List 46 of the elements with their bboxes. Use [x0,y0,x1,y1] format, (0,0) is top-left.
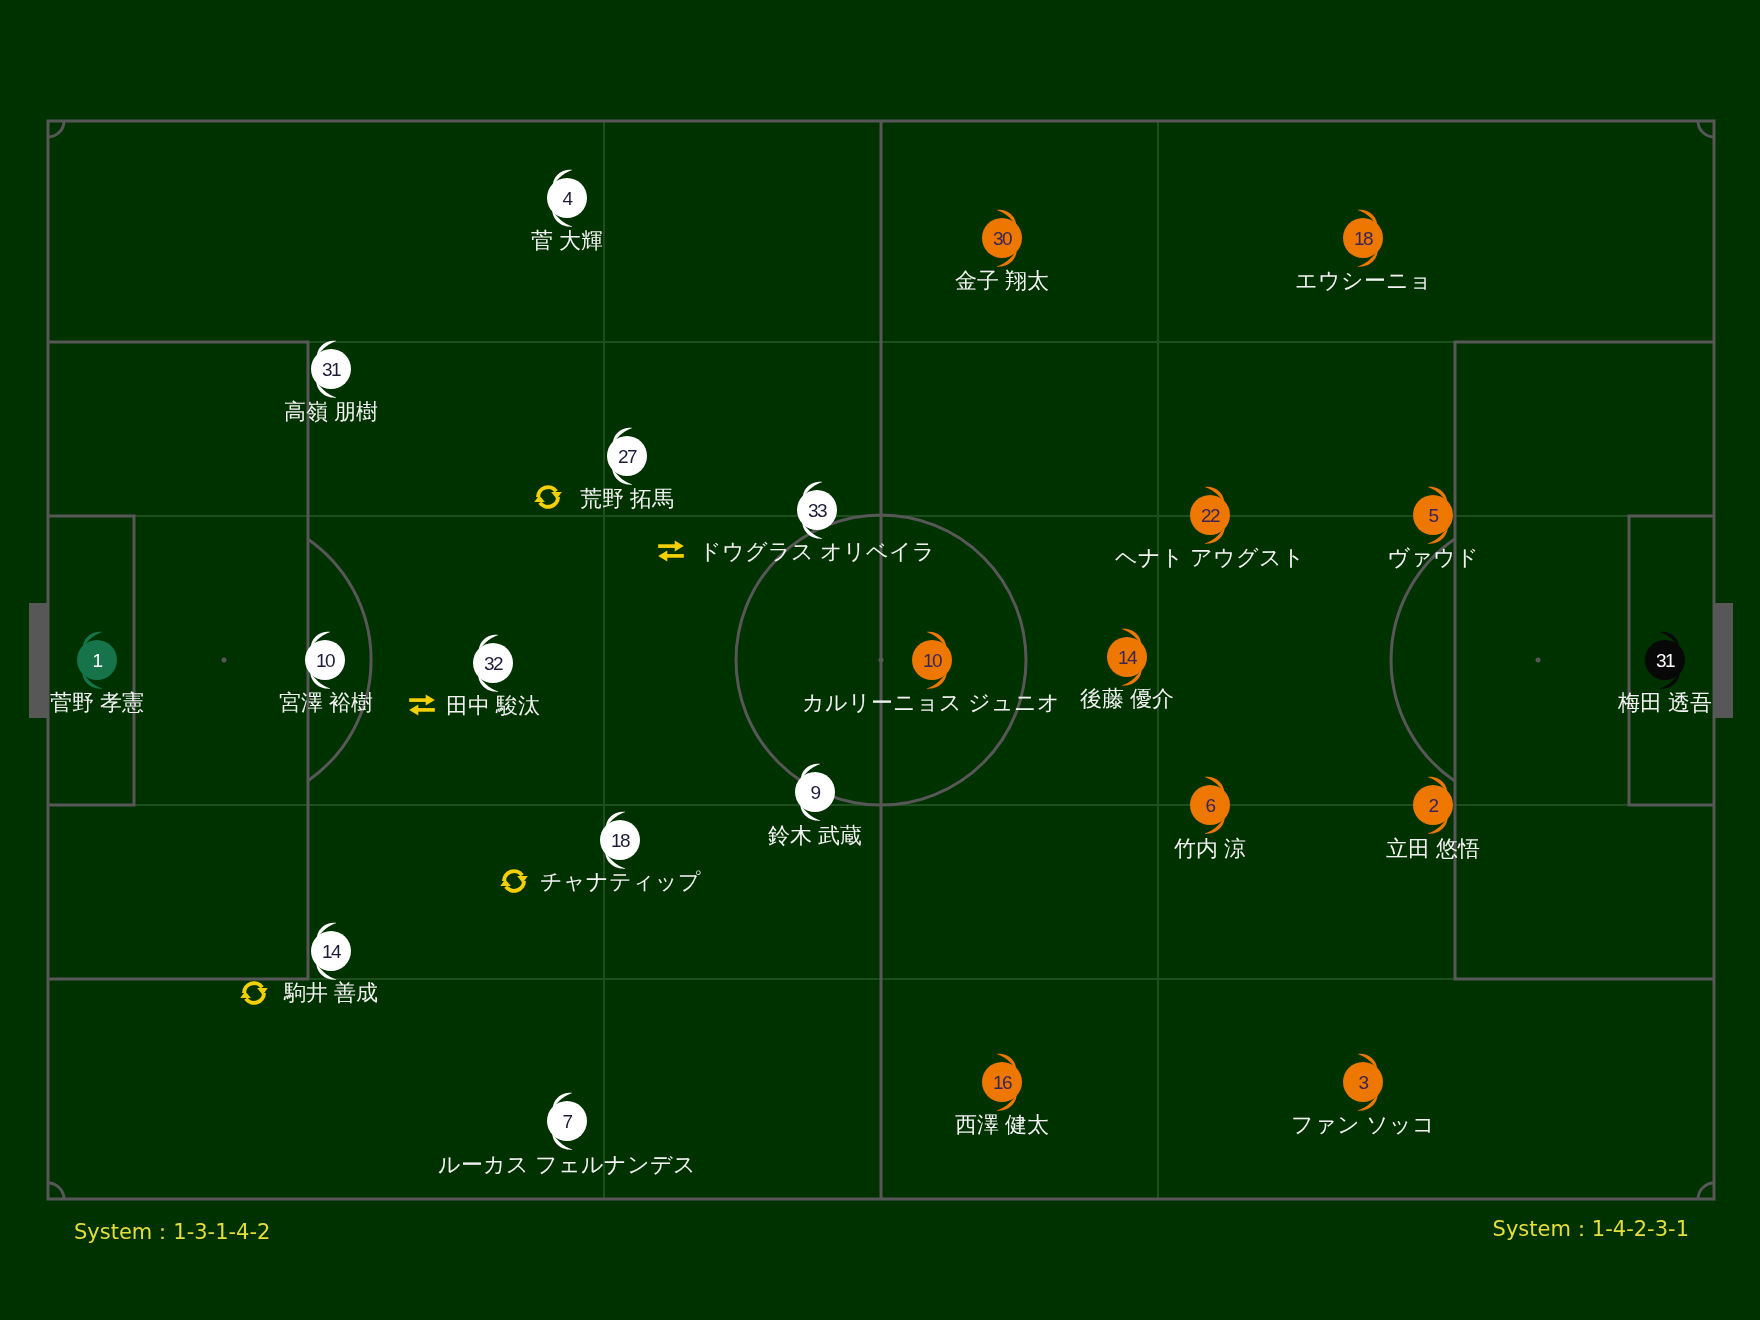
player-name: 高嶺 朋樹 [283,399,379,425]
formation-label: System：1-3-1-4-2 [74,1219,271,1245]
player-name: 荒野 拓馬 [579,486,675,512]
player-name: 金子 翔太 [954,268,1050,294]
player-name: ルーカス フェルナンデス [437,1152,697,1178]
shirt-number: 30 [992,227,1012,249]
shirt-number: 6 [1205,794,1215,816]
player-name: 鈴木 武蔵 [767,823,863,849]
player-name: 後藤 優介 [1079,686,1175,712]
shirt-number: 7 [562,1110,572,1132]
shirt-number: 2 [1428,794,1438,816]
shirt-number: 10 [922,649,942,671]
shirt-number: 3 [1358,1071,1368,1093]
player-name: 駒井 善成 [283,980,379,1006]
player-name: エウシーニョ [1294,268,1432,294]
player-name: ヘナト アウグスト [1114,545,1306,571]
shirt-number: 33 [807,499,827,521]
player-name: ヴァウド [1387,545,1479,571]
shirt-number: 9 [810,781,820,803]
player-name: カルリーニョス ジュニオ [801,690,1061,716]
shirt-number: 16 [992,1071,1012,1093]
player-name: ドウグラス オリベイラ [698,539,936,565]
player-name: 菅 大輝 [530,228,604,254]
player-name: 竹内 涼 [1173,836,1247,862]
shirt-number: 31 [1655,649,1675,671]
shirt-number: 18 [610,829,630,851]
shirt-number: 4 [562,187,572,209]
shirt-number: 14 [1117,646,1137,668]
player-name: 立田 悠悟 [1385,836,1481,862]
shirt-number: 1 [92,649,102,671]
shirt-number: 22 [1200,504,1220,526]
player-name: 宮澤 裕樹 [278,690,374,716]
player-name: 梅田 透吾 [1617,690,1713,716]
player-name: 田中 駿汰 [445,693,541,719]
player-name: 西澤 健太 [954,1112,1050,1138]
shirt-number: 10 [315,649,335,671]
shirt-number: 32 [483,652,503,674]
player-name: チャナティップ [539,869,701,895]
shirt-number: 31 [321,358,341,380]
shirt-number: 14 [321,940,341,962]
formation-label: System：1-4-2-3-1 [1492,1216,1689,1242]
shirt-number: 5 [1428,504,1438,526]
shirt-number: 18 [1353,227,1373,249]
player-name: 菅野 孝憲 [49,690,145,716]
shirt-number: 27 [617,445,637,467]
player-name: ファン ソッコ [1290,1112,1436,1138]
